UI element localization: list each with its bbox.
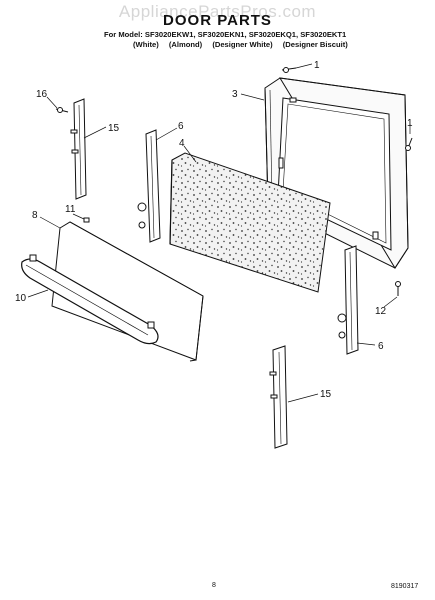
callout-8: 8 [32, 210, 38, 221]
hinge-channel-upper [70, 98, 87, 200]
callout-15-upper: 15 [108, 123, 120, 134]
callout-6-left: 6 [178, 121, 184, 132]
callouts: 1 3 16 15 6 4 1 8 11 10 12 6 15 [15, 60, 413, 403]
callout-1-top: 1 [314, 60, 320, 71]
callout-1-side: 1 [407, 118, 413, 129]
insulation-panel [169, 152, 331, 293]
page-number: 8 [212, 582, 216, 589]
callout-12: 12 [375, 306, 387, 317]
color-designer-white: (Designer White) [212, 40, 273, 49]
clip-11 [83, 217, 90, 223]
watermark: AppliancePartsPros.com [118, 2, 317, 21]
outer-door-panel [51, 221, 204, 362]
door-handle [21, 254, 159, 345]
color-almond: (Almond) [168, 40, 203, 49]
model-list: For Model: SF3020EKW1, SF3020EKN1, SF302… [104, 30, 347, 39]
color-white: (White) [133, 40, 159, 49]
callout-16: 16 [36, 89, 48, 100]
callout-6-right: 6 [378, 341, 384, 352]
model-colors: (White) (Almond) (Designer White) (Desig… [133, 40, 356, 49]
callout-4: 4 [179, 138, 185, 149]
hinge-channel-lower [269, 345, 288, 449]
figure-code: 8190317 [391, 583, 419, 590]
callout-15-lower: 15 [320, 389, 332, 400]
callout-10: 10 [15, 293, 27, 304]
callout-11: 11 [65, 204, 76, 215]
color-designer-biscuit: (Designer Biscuit) [282, 40, 348, 49]
hinge-right [337, 245, 359, 355]
callout-3: 3 [232, 89, 238, 100]
screw-1-top [281, 67, 297, 73]
hinge-left [137, 129, 161, 243]
page-title: DOOR PARTS [163, 12, 272, 29]
screw-1-side [405, 137, 413, 151]
screw-16 [55, 107, 69, 113]
screw-12 [395, 281, 401, 296]
